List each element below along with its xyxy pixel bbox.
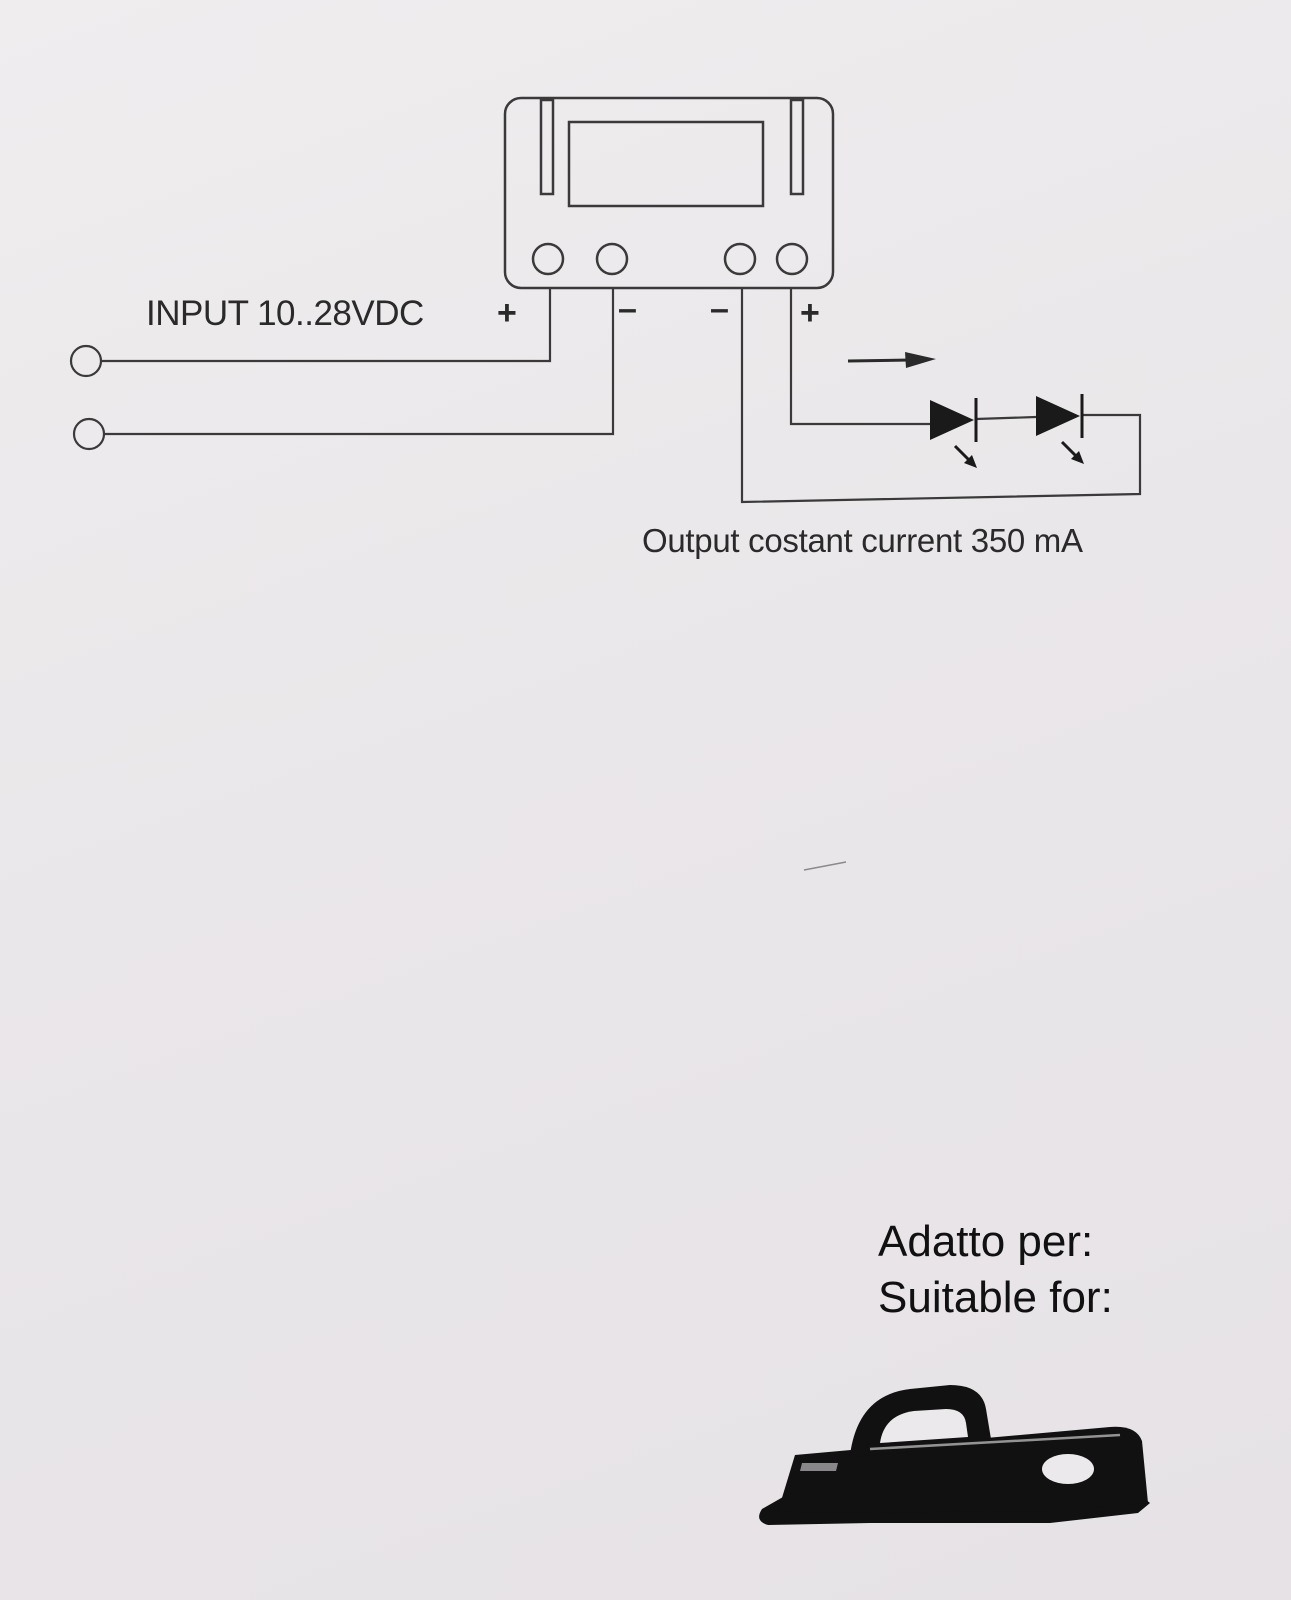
output-current-label: Output costant current 350 mA — [642, 522, 1083, 559]
input-minus-label: – — [618, 290, 637, 328]
terminal-out-minus — [723, 242, 757, 276]
driver-right-slot — [789, 98, 805, 196]
input-minus-wire — [104, 288, 615, 436]
suitable-label-it: Adatto per: — [878, 1217, 1094, 1266]
input-voltage-label: INPUT 10..28VDC — [146, 294, 424, 333]
terminal-in-minus — [595, 242, 629, 276]
driver-left-slot — [539, 98, 555, 196]
suitable-label-en: Suitable for: — [878, 1273, 1113, 1322]
terminal-in-plus — [531, 242, 565, 276]
led-diode-icon — [930, 398, 978, 468]
driver-display — [567, 120, 765, 208]
current-direction-arrow-icon — [847, 352, 936, 368]
input-terminal-icon — [69, 344, 103, 378]
input-plus-label: + — [497, 294, 517, 332]
product-clip-icon — [759, 1385, 1150, 1525]
output-minus-label: – — [710, 290, 729, 328]
input-terminal-icon — [72, 417, 106, 451]
output-plus-wire — [789, 288, 930, 426]
led-link-wire — [975, 415, 1037, 421]
led-driver-module-icon — [503, 96, 835, 290]
output-plus-label: + — [800, 294, 820, 332]
driver-body — [503, 96, 835, 290]
terminal-out-plus — [775, 242, 809, 276]
led-diode-icon — [1036, 394, 1084, 464]
stray-mark — [803, 861, 847, 871]
suitable-for-block: Adatto per: Suitable for: — [878, 1214, 1113, 1326]
output-minus-wire — [740, 288, 1142, 504]
input-plus-wire — [101, 288, 552, 363]
